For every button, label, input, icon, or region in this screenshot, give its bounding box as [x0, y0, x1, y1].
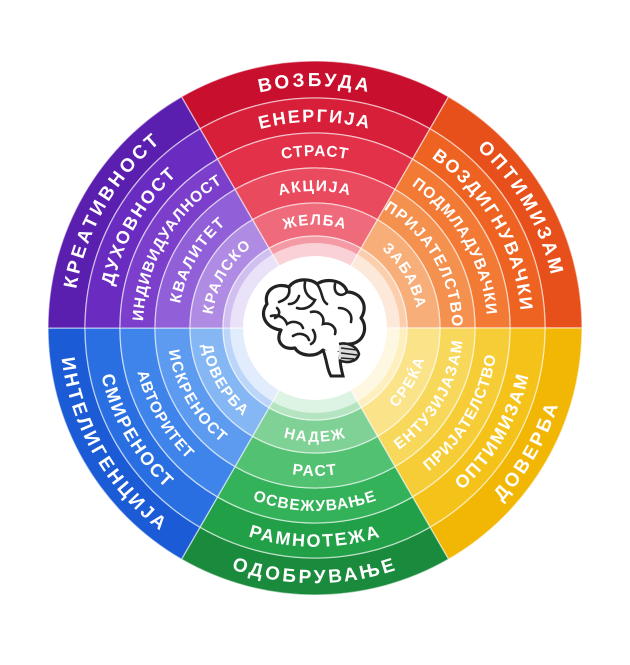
label-green-ring-5: НАДЕЖ — [282, 425, 347, 446]
brain-icon — [261, 278, 367, 378]
label-red-ring-3: СТРАСТ — [280, 143, 350, 163]
label-green-ring-4: РАСТ — [292, 461, 339, 480]
label-red-ring-4: АКЦИЈА — [277, 178, 354, 200]
